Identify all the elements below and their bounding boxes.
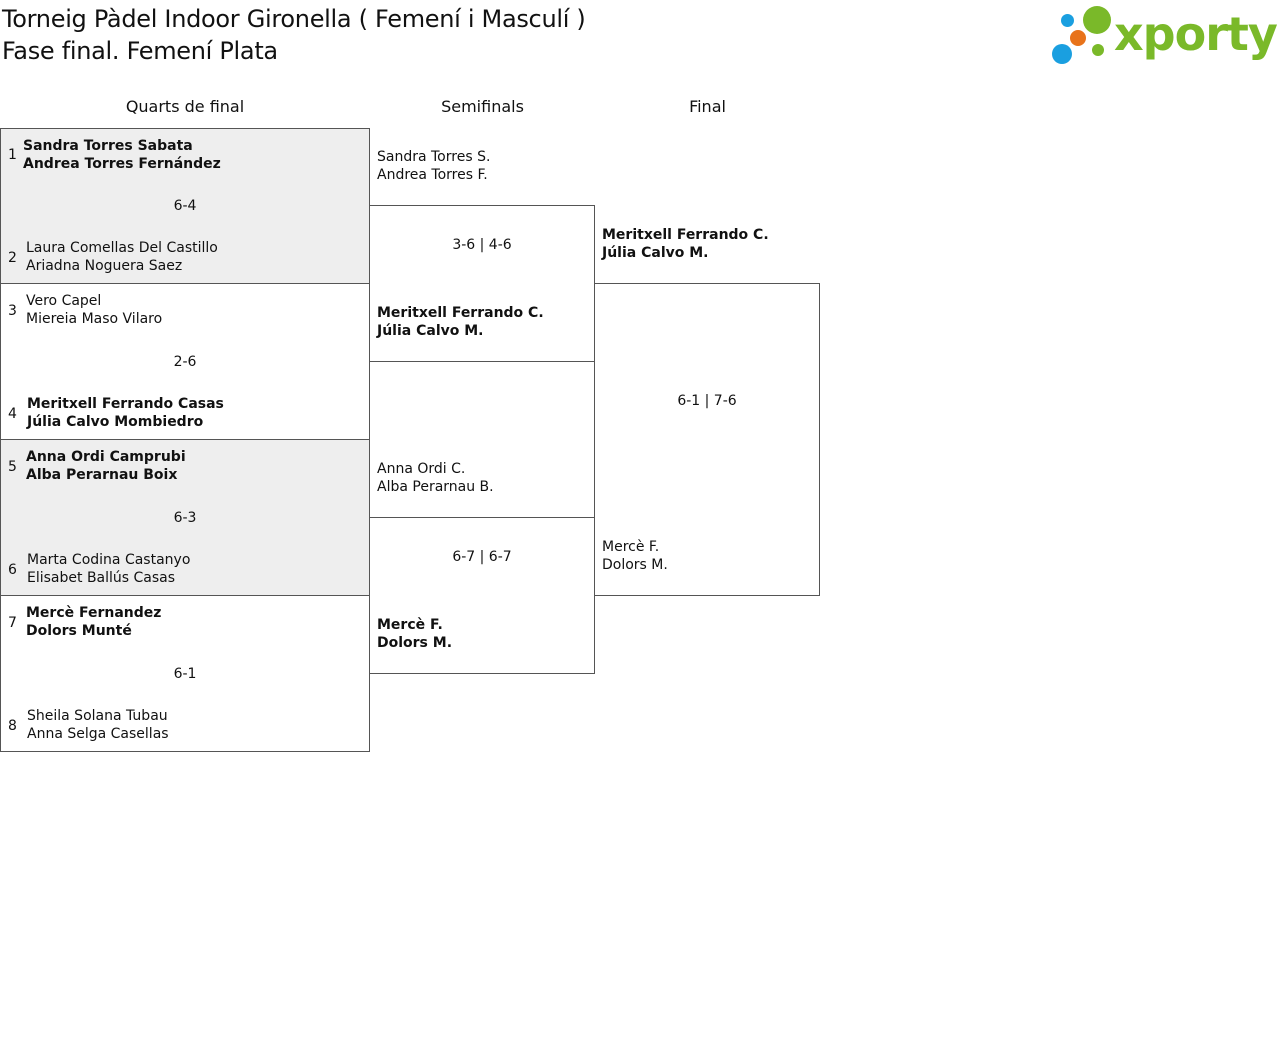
xporty-logo-text: xporty bbox=[1114, 7, 1278, 61]
seed-number: 4 bbox=[8, 406, 17, 422]
player-name: Vero Capel bbox=[26, 293, 102, 309]
player-name: Andrea Torres F. bbox=[377, 167, 488, 183]
player-name: Júlia Calvo M. bbox=[602, 245, 709, 261]
team-entry[interactable]: Sheila Solana Tubau Anna Selga Casellas bbox=[27, 707, 169, 743]
match-score: 6-1 | 7-6 bbox=[677, 393, 737, 409]
player-name: Meritxell Ferrando C. bbox=[377, 305, 544, 321]
quarterfinal-match-2[interactable]: 3 Vero Capel Miereia Maso Vilaro 2-6 4 M… bbox=[0, 283, 370, 440]
player-name: Dolors Munté bbox=[26, 623, 132, 639]
player-name: Ariadna Noguera Saez bbox=[26, 258, 183, 274]
quarterfinal-match-4[interactable]: 7 Mercè Fernandez Dolors Munté 6-1 8 She… bbox=[0, 595, 370, 752]
player-name: Mercè F. bbox=[377, 617, 443, 633]
player-name: Anna Ordi Camprubi bbox=[26, 449, 186, 465]
player-name: Dolors M. bbox=[602, 557, 668, 573]
player-name: Alba Perarnau Boix bbox=[26, 467, 178, 483]
player-name: Júlia Calvo Mombiedro bbox=[27, 414, 204, 430]
tournament-title: Torneig Pàdel Indoor Gironella ( Femení … bbox=[2, 5, 586, 33]
player-name: Alba Perarnau B. bbox=[377, 479, 494, 495]
seed-number: 8 bbox=[8, 718, 17, 734]
match-score: 3-6 | 4-6 bbox=[452, 237, 512, 253]
player-name: Andrea Torres Fernández bbox=[23, 156, 221, 172]
team-entry[interactable]: Marta Codina Castanyo Elisabet Ballús Ca… bbox=[27, 551, 190, 587]
player-name: Marta Codina Castanyo bbox=[27, 552, 191, 568]
player-name: Mercè Fernandez bbox=[26, 605, 162, 621]
team-entry[interactable]: Meritxell Ferrando C. Júlia Calvo M. bbox=[377, 304, 544, 340]
match-score: 6-1 bbox=[173, 666, 197, 682]
player-name: Laura Comellas Del Castillo bbox=[26, 240, 218, 256]
team-entry[interactable]: Anna Ordi C. Alba Perarnau B. bbox=[377, 460, 494, 496]
round-header-quarters: Quarts de final bbox=[125, 97, 245, 116]
round-header-semis: Semifinals bbox=[441, 97, 524, 116]
player-name: Meritxell Ferrando Casas bbox=[27, 396, 224, 412]
team-entry[interactable]: Anna Ordi Camprubi Alba Perarnau Boix bbox=[26, 448, 186, 484]
phase-title: Fase final. Femení Plata bbox=[2, 37, 278, 65]
team-entry[interactable]: Mercè F. Dolors M. bbox=[377, 616, 452, 652]
player-name: Dolors M. bbox=[377, 635, 453, 651]
round-header-final: Final bbox=[689, 97, 726, 116]
seed-number: 2 bbox=[8, 250, 17, 266]
quarterfinal-match-3[interactable]: 5 Anna Ordi Camprubi Alba Perarnau Boix … bbox=[0, 439, 370, 596]
team-entry[interactable]: Mercè Fernandez Dolors Munté bbox=[26, 604, 161, 640]
team-entry[interactable]: Sandra Torres Sabata Andrea Torres Ferná… bbox=[23, 137, 221, 173]
player-name: Sandra Torres S. bbox=[377, 149, 491, 165]
seed-number: 5 bbox=[8, 459, 17, 475]
player-name: Mercè F. bbox=[602, 539, 660, 555]
player-name: Anna Selga Casellas bbox=[27, 726, 169, 742]
team-entry[interactable]: Vero Capel Miereia Maso Vilaro bbox=[26, 292, 162, 328]
seed-number: 3 bbox=[8, 303, 17, 319]
team-entry[interactable]: Meritxell Ferrando C. Júlia Calvo M. bbox=[602, 226, 769, 262]
match-score: 6-7 | 6-7 bbox=[452, 549, 512, 565]
player-name: Júlia Calvo M. bbox=[377, 323, 484, 339]
team-entry[interactable]: Meritxell Ferrando Casas Júlia Calvo Mom… bbox=[27, 395, 224, 431]
xporty-logo[interactable]: xporty bbox=[1050, 4, 1278, 68]
seed-number: 7 bbox=[8, 615, 17, 631]
semifinal-match-2[interactable]: 6-7 | 6-7 Mercè F. Dolors M. bbox=[369, 517, 595, 674]
page-title: Torneig Pàdel Indoor Gironella ( Femení … bbox=[2, 3, 586, 67]
player-name: Sandra Torres Sabata bbox=[23, 138, 193, 154]
match-score: 6-4 bbox=[173, 198, 197, 214]
team-entry[interactable]: Sandra Torres S. Andrea Torres F. bbox=[377, 148, 490, 184]
player-name: Sheila Solana Tubau bbox=[27, 708, 168, 724]
semifinal-match-1[interactable]: 3-6 | 4-6 Meritxell Ferrando C. Júlia Ca… bbox=[369, 205, 595, 362]
seed-number: 1 bbox=[8, 147, 17, 163]
player-name: Meritxell Ferrando C. bbox=[602, 227, 769, 243]
final-match[interactable]: 6-1 | 7-6 Mercè F. Dolors M. bbox=[594, 283, 820, 596]
seed-number: 6 bbox=[8, 562, 17, 578]
player-name: Elisabet Ballús Casas bbox=[27, 570, 176, 586]
quarterfinal-match-1[interactable]: 1 Sandra Torres Sabata Andrea Torres Fer… bbox=[0, 128, 370, 284]
match-score: 2-6 bbox=[173, 354, 197, 370]
team-entry[interactable]: Mercè F. Dolors M. bbox=[602, 538, 668, 574]
player-name: Miereia Maso Vilaro bbox=[26, 311, 163, 327]
player-name: Anna Ordi C. bbox=[377, 461, 466, 477]
team-entry[interactable]: Laura Comellas Del Castillo Ariadna Nogu… bbox=[26, 239, 218, 275]
match-score: 6-3 bbox=[173, 510, 197, 526]
